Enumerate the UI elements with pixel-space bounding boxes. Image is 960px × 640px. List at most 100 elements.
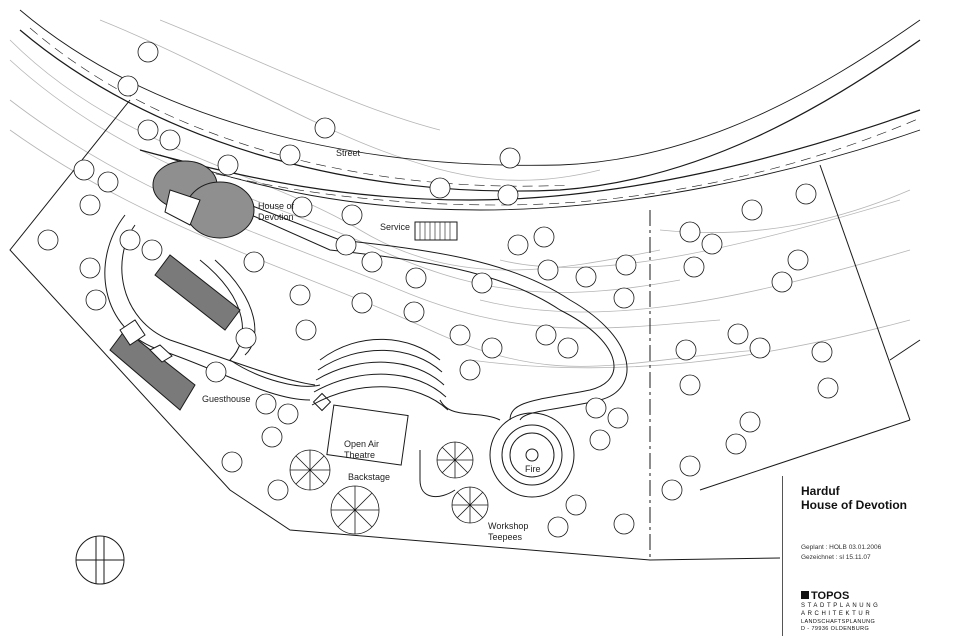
tree-symbol-icon: [535, 324, 557, 346]
tree-symbol-icon: [243, 251, 265, 273]
tree-symbol-icon: [725, 433, 747, 455]
firm-logo: TOPOS: [801, 590, 849, 602]
tree-symbol-icon: [675, 339, 697, 361]
tree-symbol-icon: [351, 292, 373, 314]
open-air-theatre-text: Open Air Theatre: [344, 439, 380, 460]
tree-symbol-icon: [295, 319, 317, 341]
workshop-teepees-label: Workshop Teepees: [488, 510, 528, 543]
planned-date: Geplant : HOLB 03.01.2006: [801, 544, 882, 551]
tree-symbol-icon: [403, 301, 425, 323]
tree-symbol-icon: [361, 251, 383, 273]
service-building: [414, 221, 458, 241]
tree-symbol-icon: [589, 429, 611, 451]
tree-symbol-icon: [137, 119, 159, 141]
tree-symbol-icon: [613, 287, 635, 309]
teepee-icon: [451, 486, 489, 524]
teepee-icon: [330, 485, 380, 535]
title-block: Harduf House of Devotion Geplant : HOLB …: [782, 476, 933, 636]
tree-symbol-icon: [683, 256, 705, 278]
teepee-icon: [289, 449, 331, 491]
tree-symbol-icon: [429, 177, 451, 199]
drawn-date: Gezeichnet : sl 15.11.07: [801, 554, 871, 561]
tree-symbol-icon: [267, 479, 289, 501]
tree-symbol-icon: [533, 226, 555, 248]
tree-symbol-icon: [341, 204, 363, 226]
tree-symbol-icon: [277, 403, 299, 425]
tree-symbol-icon: [471, 272, 493, 294]
project-title: Harduf: [801, 484, 840, 498]
tree-symbol-icon: [261, 426, 283, 448]
tree-symbol-icon: [565, 494, 587, 516]
tree-symbol-icon: [547, 516, 569, 538]
tree-symbol-icon: [739, 411, 761, 433]
tree-symbol-icon: [585, 397, 607, 419]
tree-symbol-icon: [97, 171, 119, 193]
street: [19, 9, 921, 211]
tree-symbol-icon: [811, 341, 833, 363]
tree-symbol-icon: [85, 289, 107, 311]
tree-symbol-icon: [749, 337, 771, 359]
tree-symbol-icon: [405, 267, 427, 289]
site-boundary: [9, 99, 921, 561]
firm-line-2: ARCHITEKTUR: [801, 611, 873, 617]
tree-symbol-icon: [795, 183, 817, 205]
tree-symbol-icon: [481, 337, 503, 359]
house-of-devotion: [152, 160, 255, 239]
tree-symbol-icon: [679, 374, 701, 396]
tree-symbol-icon: [117, 75, 139, 97]
tree-symbol-icon: [575, 266, 597, 288]
tree-symbol-icon: [679, 221, 701, 243]
tree-symbol-icon: [615, 254, 637, 276]
tree-symbol-icon: [235, 327, 257, 349]
trees: [37, 41, 839, 538]
tree-symbol-icon: [314, 117, 336, 139]
tree-symbol-icon: [119, 229, 141, 251]
tree-symbol-icon: [141, 239, 163, 261]
open-air-theatre-label: Open Air Theatre: [344, 428, 379, 461]
tree-symbol-icon: [701, 233, 723, 255]
workshop-teepees-text: Workshop Teepees: [488, 521, 529, 542]
tree-symbol-icon: [335, 234, 357, 256]
tree-symbol-icon: [787, 249, 809, 271]
tree-symbol-icon: [205, 361, 227, 383]
fire-circle: [489, 412, 575, 498]
house-of-devotion-label: House of Devotion: [258, 190, 298, 223]
tree-symbol-icon: [679, 455, 701, 477]
tree-symbol-icon: [137, 41, 159, 63]
project-subtitle: House of Devotion: [801, 498, 908, 512]
guesthouse-buildings: [109, 254, 241, 411]
tree-symbol-icon: [607, 407, 629, 429]
tree-symbol-icon: [507, 234, 529, 256]
tree-symbol-icon: [217, 154, 239, 176]
firm-line-1: STADTPLANUNG: [801, 603, 881, 609]
street-label: Street: [336, 148, 361, 158]
tree-symbol-icon: [497, 184, 519, 206]
firm-name: TOPOS: [811, 590, 850, 602]
firm-address: D - 79936 OLDENBURG: [801, 626, 870, 632]
logo-square-icon: [801, 591, 809, 599]
contour-lines: [9, 19, 911, 369]
tree-symbol-icon: [613, 513, 635, 535]
tree-symbol-icon: [221, 451, 243, 473]
guesthouse-label: Guesthouse: [202, 394, 251, 404]
tree-symbol-icon: [37, 229, 59, 251]
tree-symbol-icon: [727, 323, 749, 345]
tree-symbol-icon: [661, 479, 683, 501]
fire-label: Fire: [525, 464, 541, 474]
teepees: [289, 441, 489, 535]
tree-symbol-icon: [255, 393, 277, 415]
open-air-theatre: [311, 338, 449, 466]
tree-symbol-icon: [449, 324, 471, 346]
north-arrow-icon: [75, 535, 125, 585]
house-of-devotion-text: House of Devotion: [258, 201, 295, 222]
tree-symbol-icon: [291, 196, 313, 218]
tree-symbol-icon: [741, 199, 763, 221]
tree-symbol-icon: [537, 259, 559, 281]
firm-line-3: LANDSCHAFTSPLANUNG: [801, 619, 876, 625]
tree-symbol-icon: [499, 147, 521, 169]
tree-symbol-icon: [159, 129, 181, 151]
tree-symbol-icon: [557, 337, 579, 359]
tree-symbol-icon: [79, 194, 101, 216]
tree-symbol-icon: [279, 144, 301, 166]
